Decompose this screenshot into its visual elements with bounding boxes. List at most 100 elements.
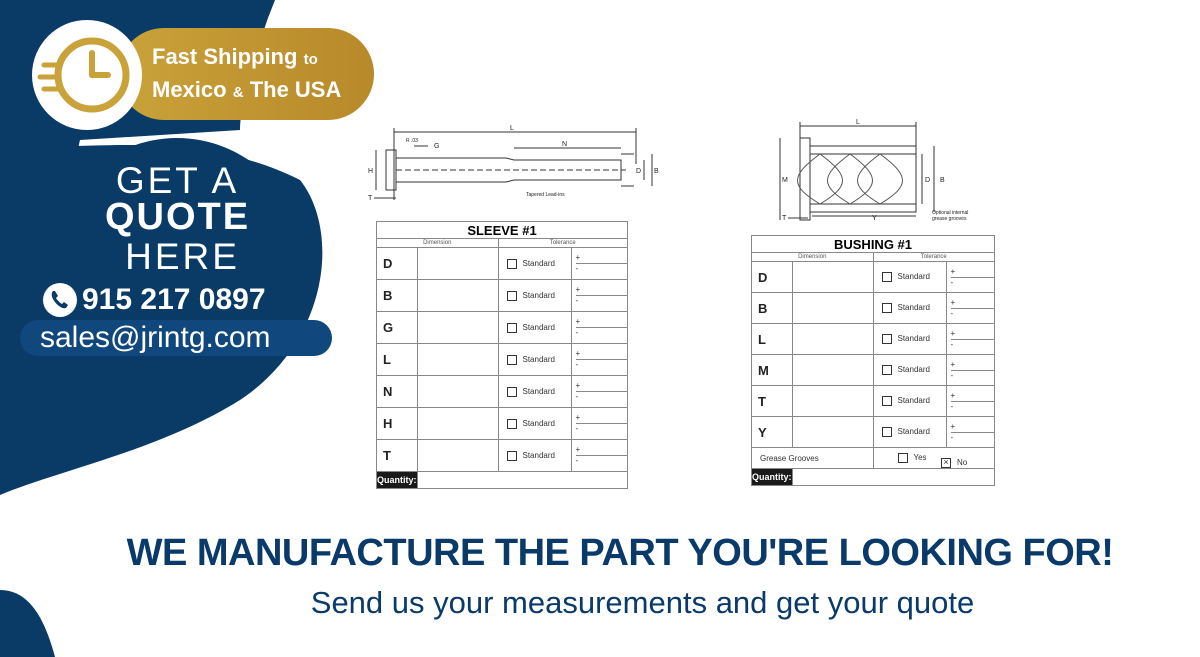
email-pill (20, 320, 332, 356)
sleeve-dim-r: R .03 (406, 138, 418, 144)
bushing-standard-checkbox[interactable]: Standard (873, 293, 947, 323)
grease-no-option[interactable]: ×No (941, 458, 967, 468)
bushing-tol-minus[interactable]: - (950, 276, 994, 288)
bushing-dimension-field[interactable] (791, 354, 874, 386)
sleeve-tol-plus[interactable]: + (575, 253, 581, 262)
bushing-row-letter: D (751, 261, 793, 293)
bushing-dimension-field[interactable] (791, 416, 874, 448)
bushing-tol-minus[interactable]: - (950, 338, 994, 350)
sleeve-standard-checkbox[interactable]: Standard (498, 280, 572, 311)
sleeve-dimension-field[interactable] (416, 439, 499, 472)
sleeve-standard-checkbox[interactable]: Standard (498, 344, 572, 375)
clock-icon (37, 37, 130, 113)
bushing-dimension-field[interactable] (791, 385, 874, 417)
bushing-drawing: L M T Y D B Optional internal grease gro… (779, 119, 968, 222)
sleeve-tol-header: Tolerance (497, 238, 628, 248)
sleeve-row-h: H Standard+- (376, 407, 628, 440)
bushing-dimension-field[interactable] (791, 323, 874, 355)
bushing-row-letter: L (751, 323, 793, 355)
clock-badge (32, 20, 142, 130)
grease-grooves-label: Grease Grooves (751, 447, 874, 469)
sleeve-tol-plus[interactable]: + (575, 285, 581, 294)
sleeve-dimension-field[interactable] (416, 375, 499, 408)
bushing-standard-checkbox[interactable]: Standard (873, 355, 947, 385)
sleeve-tol-plus[interactable]: + (575, 381, 581, 390)
sleeve-standard-checkbox[interactable]: Standard (498, 376, 572, 407)
bushing-tol-minus[interactable]: - (950, 400, 994, 412)
bushing-dimension-field[interactable] (791, 292, 874, 324)
phone-number: 915 217 0897 (82, 283, 266, 316)
grease-yes-option[interactable]: Yes (897, 453, 927, 463)
bushing-tol-header: Tolerance (872, 252, 995, 262)
sleeve-dimension-field[interactable] (416, 343, 499, 376)
sleeve-tol-plus[interactable]: + (575, 349, 581, 358)
quote-line-here: HERE (125, 236, 240, 277)
sleeve-tol-plus[interactable]: + (575, 413, 581, 422)
bushing-tol-minus[interactable]: - (950, 307, 994, 319)
sleeve-standard-checkbox[interactable]: Standard (498, 408, 572, 439)
sleeve-quantity-field[interactable] (416, 471, 628, 489)
quote-line-quote: QUOTE (104, 196, 251, 238)
sleeve-tol-minus[interactable]: - (575, 423, 627, 434)
bushing-tol-plus[interactable]: + (950, 297, 956, 307)
sleeve-tol-minus[interactable]: - (575, 327, 627, 338)
sleeve-tol-minus[interactable]: - (575, 295, 627, 306)
bushing-quantity-label: Quantity: (751, 468, 793, 486)
bushing-quantity-field[interactable] (791, 468, 995, 486)
sleeve-tol-minus[interactable]: - (575, 455, 627, 466)
sleeve-dimension-field[interactable] (416, 247, 499, 280)
sleeve-tol-minus[interactable]: - (575, 391, 627, 402)
sleeve-dim-b: B (654, 168, 659, 175)
bushing-tol-minus[interactable]: - (950, 369, 994, 381)
sleeve-quantity-label: Quantity: (376, 471, 418, 489)
bushing-title: BUSHING #1 (751, 235, 995, 253)
phone-link[interactable]: 915 217 0897 (42, 282, 266, 318)
sleeve-dimension-field[interactable] (416, 311, 499, 344)
sleeve-dim-l: L (510, 125, 514, 132)
sleeve-row-letter: N (376, 375, 418, 408)
sleeve-standard-checkbox[interactable]: Standard (498, 440, 572, 471)
sleeve-taper-note: Tapered Lead-ins (526, 192, 565, 198)
bushing-dim-y: Y (872, 215, 877, 222)
sleeve-dimension-field[interactable] (416, 407, 499, 440)
sleeve-row-letter: L (376, 343, 418, 376)
sleeve-row-letter: D (376, 247, 418, 280)
bushing-tol-plus[interactable]: + (950, 390, 956, 400)
bushing-tol-minus[interactable]: - (950, 431, 994, 443)
bushing-dim-l: L (856, 119, 860, 126)
bushing-dim-m: M (782, 177, 788, 184)
bushing-tol-plus[interactable]: + (950, 359, 956, 369)
sleeve-tol-minus[interactable]: - (575, 263, 627, 274)
sleeve-dim-h: H (368, 168, 373, 175)
bushing-dimension-field[interactable] (791, 261, 874, 293)
email-link[interactable]: sales@jrintg.com (40, 321, 271, 354)
quote-line-get-a: GET A (115, 160, 240, 201)
sleeve-standard-checkbox[interactable]: Standard (498, 312, 572, 343)
bushing-note-line1: Optional internal (932, 210, 968, 216)
bushing-standard-checkbox[interactable]: Standard (873, 417, 947, 447)
sleeve-row-letter: G (376, 311, 418, 344)
bushing-tol-plus[interactable]: + (950, 328, 956, 338)
sleeve-standard-checkbox[interactable]: Standard (498, 248, 572, 279)
phone-icon (43, 283, 77, 317)
corner-shape (0, 590, 55, 657)
sleeve-dimension-field[interactable] (416, 279, 499, 312)
bushing-standard-checkbox[interactable]: Standard (873, 324, 947, 354)
sleeve-drawing: L G R .03 N H T D B Tapered Lead-ins (368, 125, 659, 202)
sleeve-tol-plus[interactable]: + (575, 445, 581, 454)
bushing-standard-checkbox[interactable]: Standard (873, 262, 947, 292)
bushing-tol-plus[interactable]: + (950, 421, 956, 431)
sleeve-row-letter: H (376, 407, 418, 440)
sleeve-tol-plus[interactable]: + (575, 317, 581, 326)
bushing-standard-checkbox[interactable]: Standard (873, 386, 947, 416)
sleeve-tol-minus[interactable]: - (575, 359, 627, 370)
sleeve-row-g: G Standard+- (376, 311, 628, 344)
bushing-tol-plus[interactable]: + (950, 266, 956, 276)
